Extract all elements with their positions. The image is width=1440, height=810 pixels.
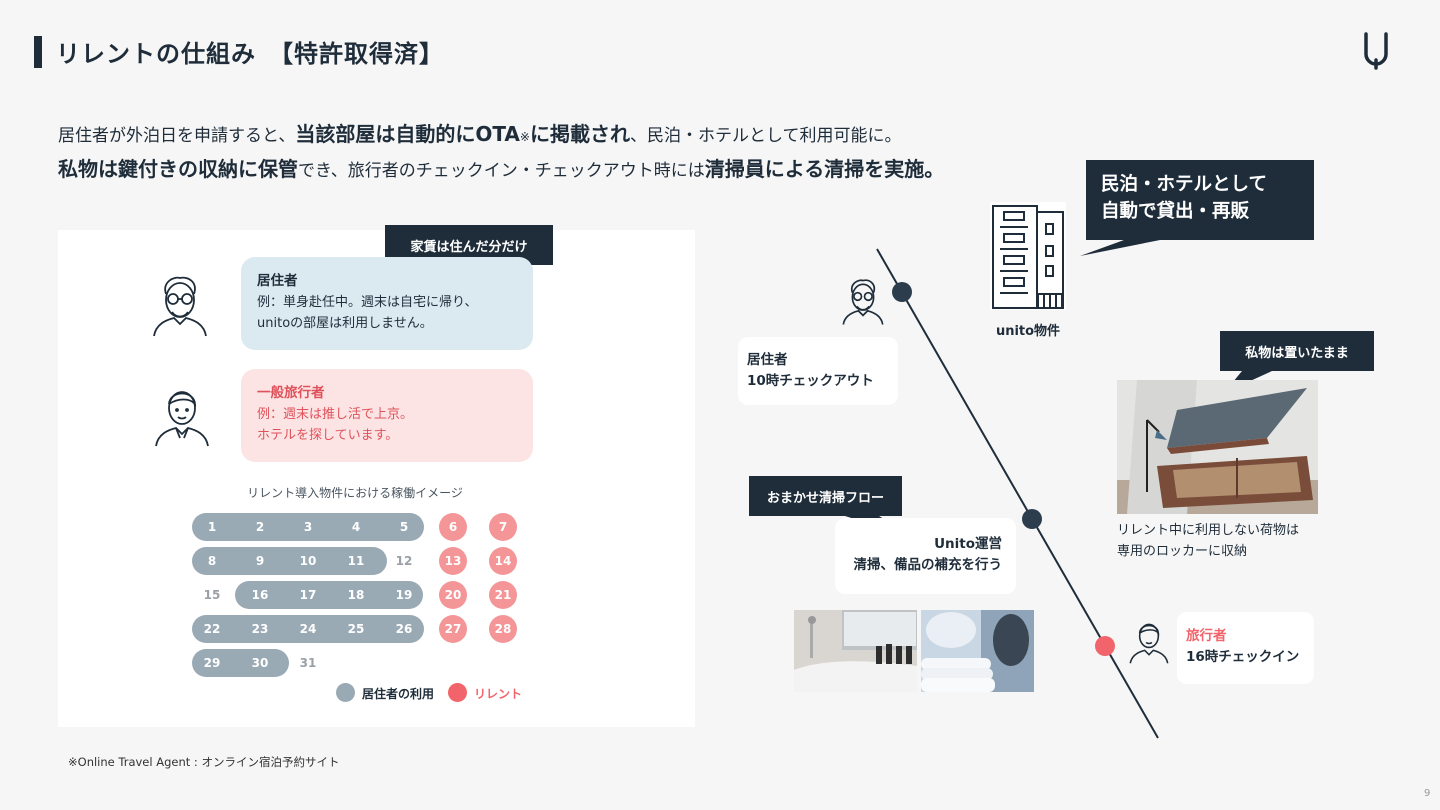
resident-avatar-icon [153, 276, 207, 337]
calendar-day: 23 [251, 622, 269, 636]
traveler-checkin-box: 旅行者 16時チェックイン [1177, 612, 1314, 684]
resident-title: 居住者 [257, 273, 298, 289]
resale-callout: 民泊・ホテルとして 自動で貸出・再販 [1101, 171, 1267, 225]
lead-emphasis: 清掃員による清掃を実施。 [704, 157, 945, 181]
unito-logo-icon [1364, 32, 1388, 70]
lead-emphasis: 当該部屋は自動的にOTA [295, 122, 520, 146]
calendar-day: 24 [299, 622, 317, 636]
calendar-day-relent: 21 [489, 581, 517, 609]
calendar-day-relent: 6 [439, 513, 467, 541]
lead-line-2: 私物は鍵付きの収納に保管でき、旅行者のチェックイン・チェックアウト時には清掃員に… [58, 153, 944, 182]
calendar-day: 2 [255, 520, 265, 534]
resale-callout-line2: 自動で貸出・再販 [1101, 201, 1250, 222]
timeline-node-cleaning [1022, 509, 1042, 529]
calendar-day-relent: 20 [439, 581, 467, 609]
towel-photo [921, 610, 1034, 692]
traveler-desc-1: 例：週末は推し活で上京。 [257, 407, 414, 422]
calendar-day: 1 [207, 520, 217, 534]
cleaning-box: Unito運営 清掃、備品の補充を行う [835, 518, 1016, 594]
building-icon [990, 202, 1066, 310]
resident-checkout-time: 10時チェックアウト [747, 373, 874, 389]
calendar-day-idle: 12 [395, 554, 413, 568]
calendar-day-idle: 31 [299, 656, 317, 670]
resale-callout-shape [1080, 160, 1314, 256]
calendar-day: 29 [203, 656, 221, 670]
resident-use-span [235, 581, 423, 609]
calendar-day: 5 [399, 520, 409, 534]
title-accent-bar [34, 36, 42, 68]
rent-callout: 家賃は住んだ分だけ [410, 239, 528, 255]
storage-caption-line1: リレント中に利用しない荷物は [1117, 523, 1300, 538]
traveler-small-avatar-icon [1129, 623, 1169, 664]
calendar-day-relent: 28 [489, 615, 517, 643]
building-label: unito物件 [995, 324, 1061, 339]
traveler-checkin-title: 旅行者 [1186, 628, 1227, 644]
calendar-day: 25 [347, 622, 365, 636]
calendar-day-relent: 7 [489, 513, 517, 541]
cleaning-operator: Unito運営 [934, 536, 1002, 552]
storage-bed-photo [1117, 380, 1318, 514]
calendar-day: 30 [251, 656, 269, 670]
resident-checkout-title: 居住者 [747, 352, 788, 368]
calendar-day: 18 [347, 588, 365, 602]
resident-use-span [192, 615, 424, 643]
calendar-caption: リレント導入物件における稼働イメージ [247, 486, 463, 500]
lead-emphasis: 私物は鍵付きの収納に保管 [58, 157, 298, 181]
resident-desc-1: 例：単身赴任中。週末は自宅に帰り、 [257, 295, 478, 310]
page-title: リレントの仕組み 【特許取得済】 [56, 40, 444, 68]
calendar-day: 19 [395, 588, 413, 602]
legend-relent-label: リレント [474, 687, 523, 701]
lead-footnote-mark: ※ [519, 130, 530, 144]
lead-text: でき、旅行者のチェックイン・チェックアウト時には [298, 161, 705, 181]
legend-resident-label: 居住者の利用 [362, 687, 435, 701]
traveler-title: 一般旅行者 [257, 385, 325, 401]
lead-text: 居住者が外泊日を申請すると、 [58, 126, 296, 146]
calendar-day: 8 [207, 554, 217, 568]
traveler-bubble: 一般旅行者 例：週末は推し活で上京。 ホテルを探しています。 [241, 369, 533, 462]
calendar-day: 11 [347, 554, 365, 568]
resident-small-avatar-icon [842, 279, 884, 325]
calendar-day: 10 [299, 554, 317, 568]
page-number: 9 [1424, 788, 1431, 799]
cleaning-callout: おまかせ清掃フロー [766, 490, 884, 506]
storage-caption-line2: 専用のロッカーに収納 [1117, 544, 1248, 559]
traveler-desc-2: ホテルを探しています。 [257, 428, 399, 443]
calendar-day: 16 [251, 588, 269, 602]
calendar-day: 17 [299, 588, 317, 602]
legend-resident-swatch [336, 683, 355, 702]
resale-callout-line1: 民泊・ホテルとして [1101, 174, 1267, 195]
resident-use-span [192, 649, 289, 677]
calendar-day: 3 [303, 520, 313, 534]
luggage-callout: 私物は置いたまま [1245, 345, 1349, 361]
resident-bubble: 居住者 例：単身赴任中。週末は自宅に帰り、 unitoの部屋は利用しません。 [241, 257, 533, 350]
footnote: ※Online Travel Agent : オンライン宿泊予約サイト [68, 755, 340, 769]
lead-line-1: 居住者が外泊日を申請すると、当該部屋は自動的にOTA※に掲載され、民泊・ホテルと… [58, 118, 901, 147]
timeline-node-checkin [1095, 636, 1115, 656]
resident-checkout-box: 居住者 10時チェックアウト [738, 337, 898, 405]
calendar-day-idle: 15 [203, 588, 221, 602]
storage-caption: リレント中に利用しない荷物は 専用のロッカーに収納 [1117, 520, 1299, 562]
bathroom-photo [794, 610, 917, 692]
resident-use-span [192, 547, 387, 575]
calendar-day: 22 [203, 622, 221, 636]
lead-emphasis: に掲載され [529, 122, 630, 146]
resident-desc-2: unitoの部屋は利用しません。 [257, 316, 433, 331]
calendar-day: 9 [255, 554, 265, 568]
calendar-day: 26 [395, 622, 413, 636]
calendar-day-relent: 27 [439, 615, 467, 643]
calendar-day: 4 [351, 520, 361, 534]
traveler-checkin-time: 16時チェックイン [1186, 649, 1300, 665]
lead-text: 、民泊・ホテルとして利用可能に。 [629, 126, 902, 146]
timeline-node-checkout [892, 282, 912, 302]
resident-use-span [192, 513, 424, 541]
cleaning-desc: 清掃、備品の補充を行う [853, 557, 1003, 573]
timeline-line [876, 248, 1159, 739]
calendar-day-relent: 13 [439, 547, 467, 575]
calendar-day-relent: 14 [489, 547, 517, 575]
legend-relent-swatch [448, 683, 467, 702]
traveler-avatar-icon [155, 391, 209, 447]
